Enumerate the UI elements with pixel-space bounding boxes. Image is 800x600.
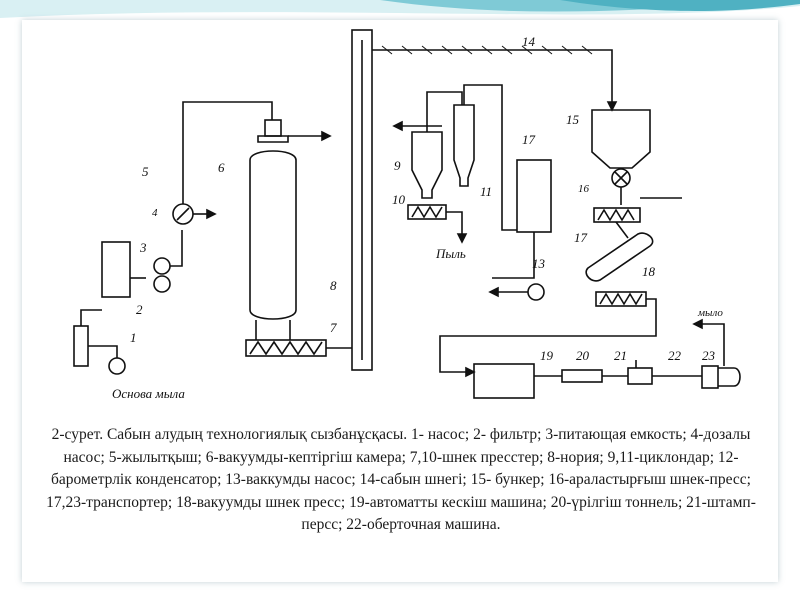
pump-1-icon — [108, 357, 126, 375]
label-19: 19 — [540, 348, 554, 363]
soap-screw-14-line — [372, 49, 613, 102]
label-22: 22 — [668, 348, 682, 363]
process-flow-diagram: 1 2 3 4 5 6 7 8 9 10 11 17 13 14 15 16 1… — [73, 29, 741, 401]
tunnel-20-shape — [561, 369, 603, 383]
label-4: 4 — [152, 207, 158, 219]
label-2: 2 — [136, 302, 143, 317]
label-12: 17 — [522, 132, 536, 147]
label-13: 13 — [532, 256, 546, 271]
label-soap-base: Основа мыла — [112, 386, 185, 401]
bunker-15-shape — [591, 109, 651, 169]
cutter-19-shape — [473, 363, 535, 399]
label-16: 16 — [578, 183, 590, 195]
wrapping-machine-22-shape — [701, 365, 719, 389]
filter-2-shape — [73, 325, 89, 367]
label-17: 17 — [574, 230, 588, 245]
label-3: 3 — [139, 240, 147, 255]
decorative-wave — [0, 0, 800, 18]
stamp-press-21-shape — [627, 367, 653, 385]
label-9: 9 — [394, 158, 401, 173]
label-11: 11 — [480, 184, 492, 199]
label-15: 15 — [566, 112, 580, 127]
label-18: 18 — [642, 264, 656, 279]
label-10: 10 — [392, 192, 406, 207]
diagram-labels: 1 2 3 4 5 6 7 8 9 10 11 17 13 14 15 16 1… — [112, 34, 723, 401]
label-6: 6 — [218, 160, 225, 175]
cyclone-9-shape — [411, 131, 443, 199]
label-23: 23 — [702, 348, 716, 363]
barometric-condenser-12-shape — [516, 159, 552, 233]
cyclone-11-shape — [453, 104, 475, 187]
label-dust: Пыль — [435, 246, 466, 261]
dosing-pump-4-icon — [153, 257, 171, 275]
dryer-top-nozzle — [264, 119, 282, 137]
label-soap: мыло — [697, 307, 723, 319]
label-7: 7 — [330, 320, 337, 335]
noria-8-shape — [351, 29, 373, 371]
transporter-23-shape — [718, 367, 741, 387]
diagram-lines — [73, 29, 741, 399]
figure-caption: 2-сурет. Сабын алудың технологиялық сызб… — [46, 426, 756, 533]
slide-panel — [22, 20, 778, 582]
label-20: 20 — [576, 348, 590, 363]
label-1: 1 — [130, 330, 137, 345]
label-14: 14 — [522, 34, 536, 49]
transporter-17-shape — [585, 232, 654, 282]
label-21: 21 — [614, 348, 627, 363]
label-5: 5 — [142, 164, 149, 179]
vacuum-dryer-6-shape — [249, 150, 297, 320]
vacuum-pump-13-icon — [527, 283, 545, 301]
label-8: 8 — [330, 278, 337, 293]
feed-tank-3-shape — [101, 241, 131, 298]
